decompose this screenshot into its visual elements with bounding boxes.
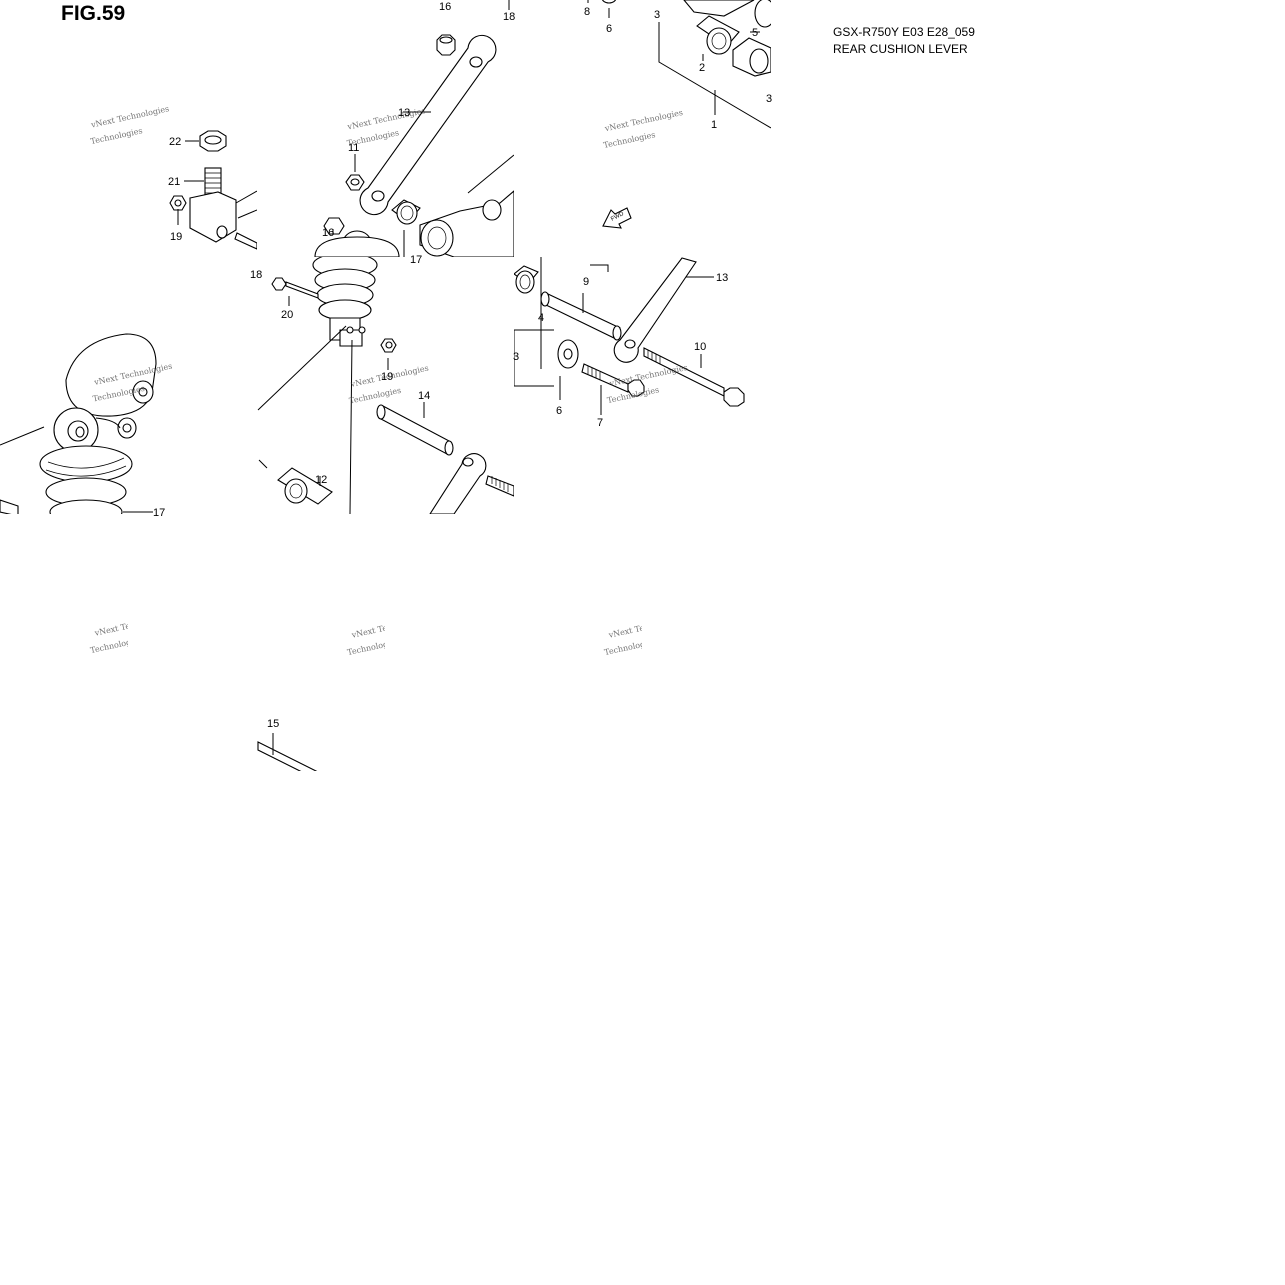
- tile-top-right: FWD: [587, 0, 771, 229]
- tile-top-left: [169, 130, 257, 250]
- callout-number: 8: [584, 6, 590, 18]
- pin-14: [376, 404, 454, 456]
- shock-spring: [312, 257, 378, 347]
- callout-number: 11: [348, 142, 359, 154]
- shock-top-mount: [314, 217, 400, 257]
- watermark-text: vNext Technologies: [350, 614, 431, 640]
- callout-number: 5: [752, 27, 758, 39]
- watermark-text: vNext Technologies: [607, 614, 688, 640]
- figure-title: FIG.59: [61, 2, 126, 25]
- callout-number: 16: [322, 227, 334, 239]
- tile-center: [257, 257, 514, 514]
- link-rod-13-right: [613, 257, 697, 363]
- callout-number: 3: [766, 93, 772, 105]
- callout-number: 10: [694, 341, 706, 353]
- callout-number: 7: [597, 417, 603, 429]
- link-rod-13-lower: [429, 453, 487, 514]
- bolt-stub: [234, 232, 257, 250]
- model-code: GSX-R750Y E03 E28_059: [833, 25, 975, 39]
- watermark-text: Technologies: [603, 130, 657, 150]
- hose-fitting: [95, 417, 137, 439]
- watermark-text: vNext Technologies: [89, 104, 170, 130]
- spacer-5: [732, 37, 771, 77]
- callout-labels: 16 18 8 3 6 5 2 1 3 13 22 11 21 19 16 17…: [153, 1, 772, 730]
- threaded-bolt-lower: [485, 475, 514, 497]
- watermark-text: vNext Technologies: [93, 612, 174, 638]
- callout-number: 1: [711, 119, 717, 131]
- callout-number: 9: [583, 276, 589, 288]
- callout-number: 13: [398, 107, 410, 119]
- callout-number: 14: [418, 390, 430, 402]
- bolt-tip-lower-right: [548, 515, 583, 532]
- watermark-text: Technologies: [89, 635, 143, 655]
- cushion-lever-body: [419, 190, 514, 257]
- pipe-9: [540, 291, 622, 341]
- bolt-lower-left: [0, 499, 19, 514]
- tile-bottom: [257, 733, 318, 771]
- rod-15: [257, 741, 318, 771]
- callout-number: 16: [439, 1, 451, 13]
- watermark-text: Technologies: [603, 637, 657, 657]
- tile-middle-right: [514, 257, 745, 532]
- washer-6-top: [601, 0, 617, 4]
- diagram-name: REAR CUSHION LEVER: [833, 42, 968, 56]
- bearing-2: [696, 15, 740, 55]
- nut-19-middle: [380, 338, 397, 353]
- watermark-text: vNext Technologies: [603, 108, 684, 134]
- callout-number: 13: [716, 272, 728, 284]
- callout-number: 21: [168, 176, 180, 188]
- callout-number: 6: [606, 23, 612, 35]
- bolt-20: [271, 277, 319, 299]
- callout-number: 2: [699, 62, 705, 74]
- nut-11: [345, 174, 365, 191]
- link-rod-13-top: [359, 34, 497, 216]
- watermark-text: Technologies: [90, 126, 144, 146]
- callout-number: 6: [556, 405, 562, 417]
- bearing-4: [514, 265, 539, 294]
- nut-16-top: [436, 34, 456, 56]
- watermark-text: Technologies: [346, 637, 400, 657]
- callout-number: 22: [169, 136, 181, 148]
- watermark-text: Technologies: [348, 386, 402, 406]
- callout-number: 18: [503, 11, 515, 23]
- callout-number: 17: [153, 507, 165, 519]
- clevis-21: [189, 167, 257, 243]
- tile-middle-left: [0, 333, 157, 514]
- callout-number: 19: [170, 231, 182, 243]
- shock-absorber-17: [39, 407, 133, 514]
- shock-reservoir: [65, 333, 157, 417]
- bearing-12: [277, 467, 333, 505]
- callout-number: 12: [315, 474, 327, 486]
- watermark-text: vNext Technologies: [608, 363, 689, 389]
- callout-number: 19: [381, 371, 393, 383]
- callout-number: 15: [267, 718, 279, 730]
- nut-19-top: [169, 195, 187, 211]
- callout-number: 3: [513, 351, 519, 363]
- callout-number: 18: [250, 269, 262, 281]
- forward-direction-arrow: FWD: [602, 207, 632, 229]
- callout-number: 17: [410, 254, 422, 266]
- washer-6: [557, 339, 579, 369]
- nut-22: [199, 130, 227, 152]
- callout-number: 20: [281, 309, 293, 321]
- tile-top-middle: [314, 0, 514, 257]
- bolt-10: [643, 347, 745, 407]
- needle-bearing-upper: [391, 199, 421, 225]
- bolt-7: [581, 363, 645, 397]
- callout-number: 3: [654, 9, 660, 21]
- lever-1-housing: [683, 0, 771, 28]
- callout-number: 4: [538, 312, 544, 324]
